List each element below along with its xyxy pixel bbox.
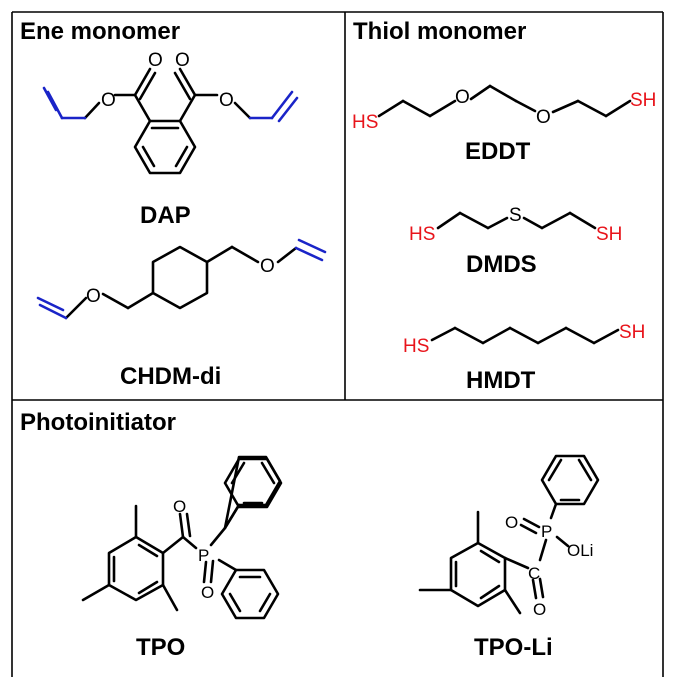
chdm-di-label: CHDM-di [120, 363, 221, 390]
tpo-label: TPO [136, 634, 185, 661]
photoinitiator-title: Photoinitiator [20, 409, 176, 436]
eddt-o-second: O [536, 107, 551, 128]
tpo-carbonyl-o: O [173, 497, 186, 516]
dap-carbonyl-o-right: O [175, 50, 190, 71]
tpo-li-oli: OLi [567, 541, 593, 560]
dap-ester-o-right: O [219, 90, 234, 111]
tpo-p: P [198, 546, 209, 565]
dmds-label: DMDS [466, 251, 537, 278]
tpo-li-p: P [541, 522, 552, 541]
dmds-structure [436, 211, 597, 230]
chdm-di-structure [36, 238, 327, 320]
eddt-hs-left: HS [352, 112, 378, 133]
hmdt-hs-left: HS [403, 336, 429, 357]
tpo-li-c: C [528, 564, 540, 583]
dmds-hs-left: HS [409, 224, 435, 245]
tpo-phenyl-rings [220, 457, 283, 620]
chdm-o-right: O [260, 256, 275, 277]
eddt-structure [377, 84, 632, 118]
dap-carbonyl-o-left: O [148, 50, 163, 71]
thiol-monomer-title: Thiol monomer [353, 18, 526, 45]
dap-structure [42, 67, 299, 175]
tpo-phosphoryl-o: O [201, 583, 214, 602]
hmdt-sh-right: SH [619, 322, 645, 343]
table-frame [11, 11, 664, 677]
eddt-label: EDDT [465, 138, 531, 165]
chdm-o-left: O [86, 286, 101, 307]
tpo-structure [81, 455, 282, 612]
dmds-sh-right: SH [596, 224, 622, 245]
dap-label: DAP [140, 202, 191, 229]
hmdt-structure [430, 326, 620, 345]
ene-monomer-title: Ene monomer [20, 18, 180, 45]
eddt-o-first: O [455, 87, 470, 108]
dmds-s: S [509, 205, 522, 226]
hmdt-label: HMDT [466, 367, 536, 394]
tpo-li-phosphoryl-o: O [505, 513, 518, 532]
tpo-li-structure [418, 454, 600, 615]
dap-ester-o-left: O [101, 90, 116, 111]
tpo-li-label: TPO-Li [474, 634, 553, 661]
tpo-li-carbonyl-o: O [533, 600, 546, 619]
eddt-sh-right: SH [630, 90, 656, 111]
